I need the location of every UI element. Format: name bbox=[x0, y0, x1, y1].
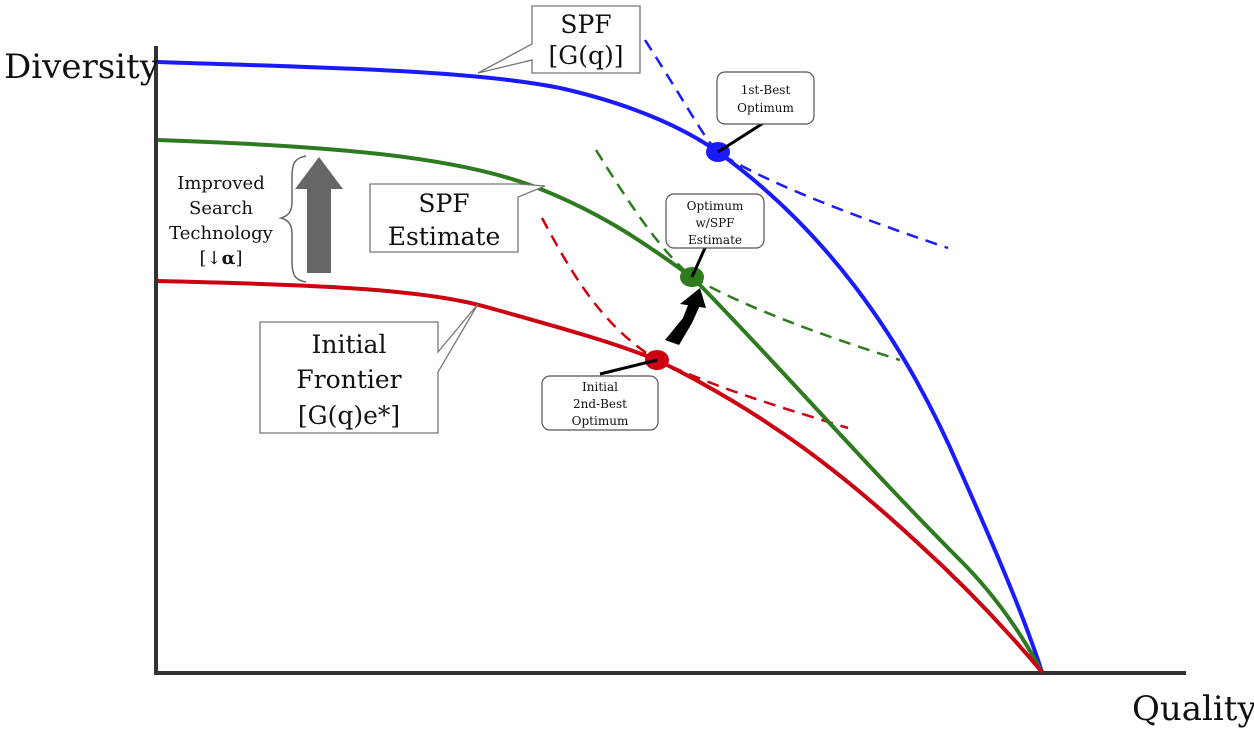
spf-callout-line-2: [G(q)] bbox=[549, 41, 624, 70]
shift-note-line-4: [↓α] bbox=[200, 248, 243, 269]
initial-frontier-callout-line-3: [G(q)e*] bbox=[298, 401, 400, 430]
first-best-label-line-1: 1st-Best bbox=[741, 83, 791, 97]
spf-estimate-optimum-label-line-3: Estimate bbox=[688, 233, 742, 247]
improvement-up-arrow bbox=[295, 157, 343, 273]
initial-second-best-label-line-3: Optimum bbox=[572, 414, 629, 428]
optimum-shift-arrow bbox=[665, 300, 701, 345]
shift-note-line-3: Technology bbox=[169, 223, 273, 244]
spf-estimate-optimum-label-box bbox=[665, 193, 765, 249]
initial-second-best-label-line-1: Initial bbox=[582, 380, 618, 394]
shift-note-prefix: [↓ bbox=[200, 248, 222, 269]
spf-estimate-optimum-label-line-1: Optimum bbox=[687, 199, 744, 213]
initial-second-best-leader bbox=[599, 358, 658, 376]
shift-note-suffix: ] bbox=[235, 248, 242, 269]
spf-estimate-tangent-line bbox=[594, 149, 901, 362]
optimum-shift-arrowhead bbox=[680, 288, 706, 308]
spf-estimate-callout bbox=[369, 183, 546, 253]
spf-estimate-optimum-leader bbox=[690, 247, 707, 278]
spf-callout bbox=[477, 5, 641, 74]
initial-second-best-label-box bbox=[541, 375, 659, 431]
spf-callout-line-1: SPF bbox=[560, 10, 611, 39]
initial-second-best-label-line-2: 2nd-Best bbox=[573, 397, 627, 411]
curly-brace bbox=[278, 155, 307, 283]
shift-note-line-2: Search bbox=[189, 198, 253, 219]
first-best-label-box bbox=[716, 71, 815, 125]
initial-frontier-callout-line-2: Frontier bbox=[296, 365, 401, 394]
initial-frontier-callout-line-1: Initial bbox=[312, 330, 387, 359]
spf-estimate-callout-line-1: SPF bbox=[418, 189, 469, 218]
first-best-leader bbox=[717, 120, 766, 154]
x-axis-label: Quality bbox=[1132, 689, 1254, 729]
y-axis-label: Diversity bbox=[4, 47, 160, 87]
alpha-symbol: α bbox=[222, 248, 236, 269]
initial-frontier-callout bbox=[259, 303, 479, 434]
shift-note-line-1: Improved bbox=[177, 173, 265, 194]
first-best-label-line-2: Optimum bbox=[737, 101, 794, 115]
spf-estimate-callout-line-2: Estimate bbox=[388, 222, 501, 251]
spf-estimate-optimum-label-line-2: w/SPF bbox=[696, 216, 735, 230]
